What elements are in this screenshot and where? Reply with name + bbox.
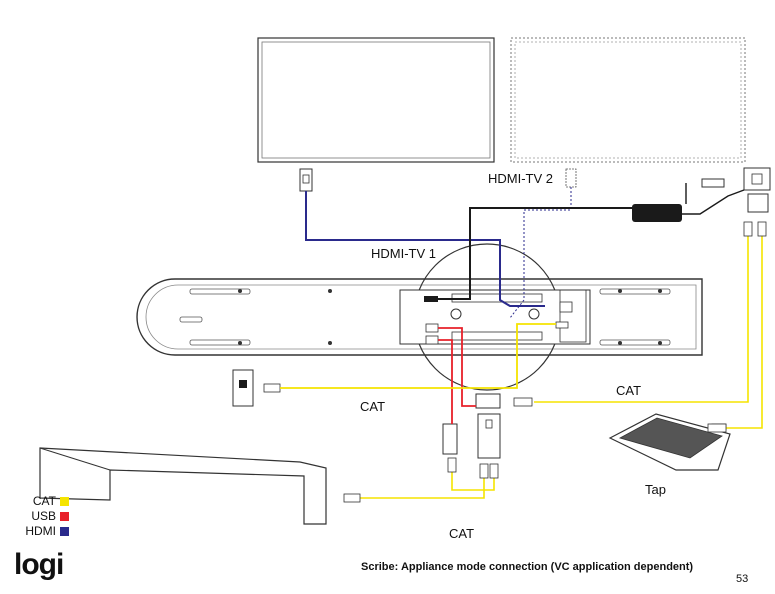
legend-item-cat: CAT — [14, 494, 69, 509]
power-cables — [438, 183, 745, 300]
scribe-bar — [136, 243, 703, 391]
legend-swatch-hdmi — [60, 527, 69, 536]
page-number: 53 — [736, 573, 749, 585]
power-adapter — [632, 178, 725, 222]
figure-caption: Scribe: Appliance mode connection (VC ap… — [361, 561, 694, 573]
hdmi-connector-tv2 — [565, 168, 577, 188]
legend-swatch-cat — [60, 497, 69, 506]
cable-legend: CAT USB HDMI — [14, 494, 69, 539]
wall-outlet — [743, 167, 771, 213]
tv-2 — [510, 37, 746, 163]
label-hdmi-tv1: HDMI-TV 1 — [371, 246, 436, 261]
label-cat-bottom: CAT — [449, 526, 475, 541]
label-hdmi-tv2: HDMI-TV 2 — [488, 171, 553, 186]
usb-cables — [438, 327, 476, 424]
legend-item-hdmi: HDMI — [14, 524, 69, 539]
cat-cables — [280, 221, 767, 503]
hdmi-connector-tv1 — [299, 168, 313, 192]
label-tap: Tap — [645, 482, 666, 497]
wall-jack — [232, 369, 281, 407]
legend-item-usb: USB — [14, 509, 69, 524]
hdmi-cables — [305, 187, 572, 319]
legend-swatch-usb — [60, 512, 69, 521]
tv-1 — [257, 37, 495, 163]
label-cat-right: CAT — [616, 383, 642, 398]
scribe-camera — [39, 447, 327, 525]
logi-logo: logi — [14, 548, 64, 581]
network-adapter — [442, 393, 501, 459]
label-cat-left: CAT — [360, 399, 386, 414]
tap-device — [608, 413, 731, 471]
